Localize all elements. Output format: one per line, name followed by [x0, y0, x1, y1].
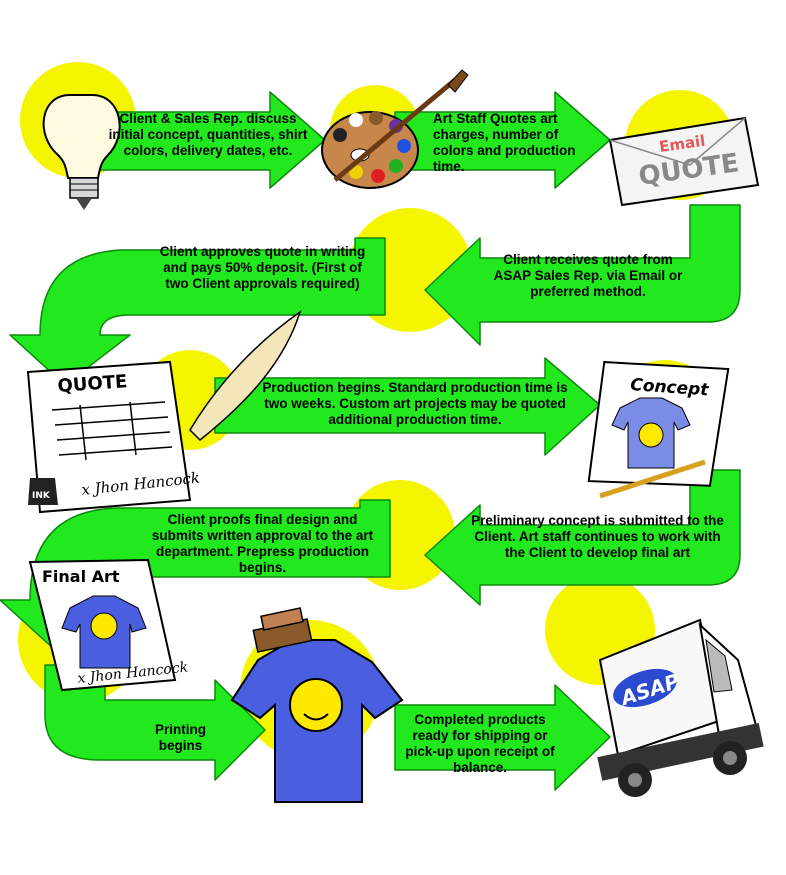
step-8-text: Printing begins — [155, 722, 206, 753]
delivery-truck-icon — [597, 618, 764, 797]
arrow-row2-left — [9, 237, 386, 386]
step-7-text: Client proofs final design and submits w… — [151, 512, 374, 575]
step-5-text: Production begins. Standard production t… — [262, 380, 568, 427]
step-9-text: Completed products ready for shipping or… — [405, 712, 555, 775]
arrow-row1-a — [69, 91, 326, 189]
quote-document-icon — [26, 310, 302, 514]
art-palette-icon — [321, 69, 469, 189]
light-bulb-icon — [42, 94, 121, 210]
step-2-text: Art Staff Quotes art charges, number of … — [433, 111, 576, 174]
concept-sheet-icon — [587, 360, 730, 499]
arrow-row2-right — [424, 204, 741, 346]
arrow-row4-right — [424, 469, 741, 606]
arrow-row3 — [214, 357, 601, 456]
final-art-sheet-icon — [28, 558, 177, 692]
quote-document-title: QUOTE — [57, 371, 128, 397]
arrow-row1-b — [394, 91, 611, 189]
step-4-text: Client approves quote in writing and pay… — [159, 244, 366, 291]
step-6-text: Preliminary concept is submitted to the … — [471, 513, 724, 560]
step-1-text: Client & Sales Rep. discuss initial conc… — [108, 111, 308, 158]
printed-tshirt-icon — [230, 607, 404, 803]
ink-label: INK — [32, 491, 51, 501]
email-envelope-icon — [608, 116, 760, 207]
final-art-title: Final Art — [42, 567, 120, 586]
arrow-row5-right — [394, 684, 611, 791]
arrow-row5-left — [44, 664, 266, 781]
step-3-text: Client receives quote from ASAP Sales Re… — [493, 252, 683, 299]
